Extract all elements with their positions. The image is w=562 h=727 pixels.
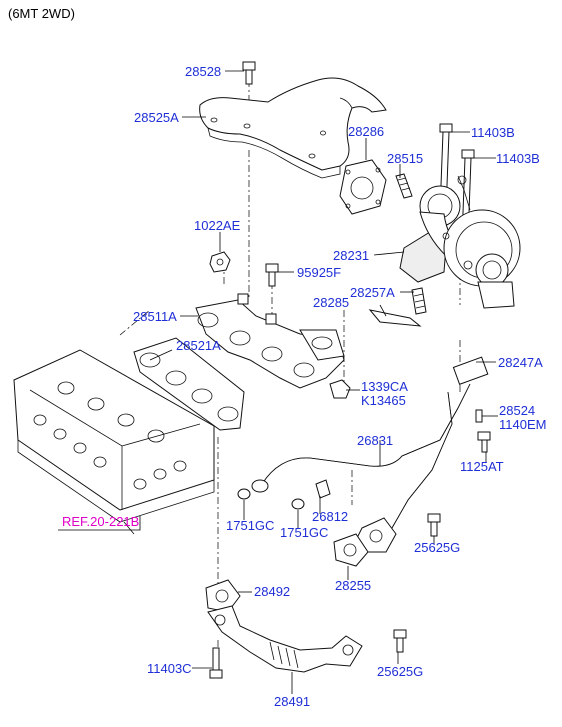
label-28286: 28286 — [348, 124, 384, 139]
nut-1022ae-part — [209, 251, 231, 273]
label-28524: 28524 — [499, 403, 535, 418]
nut-1339ca-part — [329, 379, 351, 399]
label-1140em: 1140EM — [499, 417, 546, 432]
label-28515: 28515 — [387, 151, 423, 166]
cylinder-head-part — [13, 349, 215, 535]
bolt-95925f-part — [265, 263, 279, 287]
label-11403c: 11403C — [147, 661, 192, 676]
label-28247a: 28247A — [498, 355, 543, 370]
variant-header: (6MT 2WD) — [8, 6, 75, 21]
stud-28257a-part — [411, 287, 427, 315]
label-25625g: 25625G — [414, 540, 460, 555]
label-28511a: 28511A — [133, 309, 177, 324]
bolt-25625g-part — [393, 629, 407, 653]
label-1022ae: 1022AE — [194, 218, 241, 233]
turbocharger-part — [399, 175, 521, 309]
label-95925f: 95925F — [297, 265, 341, 280]
gasket-28255-part — [333, 533, 369, 567]
heat-shield-part — [199, 77, 387, 179]
gasket-28285-part — [368, 309, 422, 327]
gasket-28286-part — [339, 159, 387, 215]
label-28491: 28491 — [274, 694, 310, 709]
washers-and-bolts-part — [237, 409, 491, 537]
callout-labels: 28528 28525A 28286 11403B 28515 11403B 1… — [62, 64, 546, 709]
label-28231: 28231 — [333, 248, 369, 263]
stud-28515-part — [395, 173, 413, 199]
label-11403b: 11403B — [496, 151, 540, 166]
label-25625g: 25625G — [377, 664, 423, 679]
label-28528: 28528 — [185, 64, 221, 79]
label-1125at: 1125AT — [460, 459, 504, 474]
label-28492: 28492 — [254, 584, 290, 599]
oil-feed-pipe-part — [251, 356, 489, 493]
label-26812: 26812 — [312, 509, 348, 524]
label-1751gc: 1751GC — [280, 525, 328, 540]
gasket-28492-part — [205, 579, 241, 613]
label-28255: 28255 — [335, 578, 371, 593]
label-1339ca: 1339CA — [361, 379, 408, 394]
oil-return-pipe-part — [355, 391, 453, 553]
label-28257a: 28257A — [350, 285, 395, 300]
label-1751gc: 1751GC — [226, 518, 274, 533]
bolt-28528-part — [242, 61, 256, 85]
bolt-11403c-part — [209, 647, 223, 679]
leader-lines — [58, 70, 498, 694]
label-k13465: K13465 — [361, 393, 406, 408]
reference-label[interactable]: REF.20-221B — [62, 514, 139, 529]
label-11403b: 11403B — [471, 125, 515, 140]
label-26831: 26831 — [357, 433, 393, 448]
label-28525a: 28525A — [134, 110, 179, 125]
label-28521a: 28521A — [176, 338, 221, 353]
label-28285: 28285 — [313, 295, 349, 310]
exhaust-manifold-part — [195, 293, 345, 389]
egr-pipe-part — [207, 605, 363, 673]
manifold-gasket-part — [133, 337, 245, 431]
